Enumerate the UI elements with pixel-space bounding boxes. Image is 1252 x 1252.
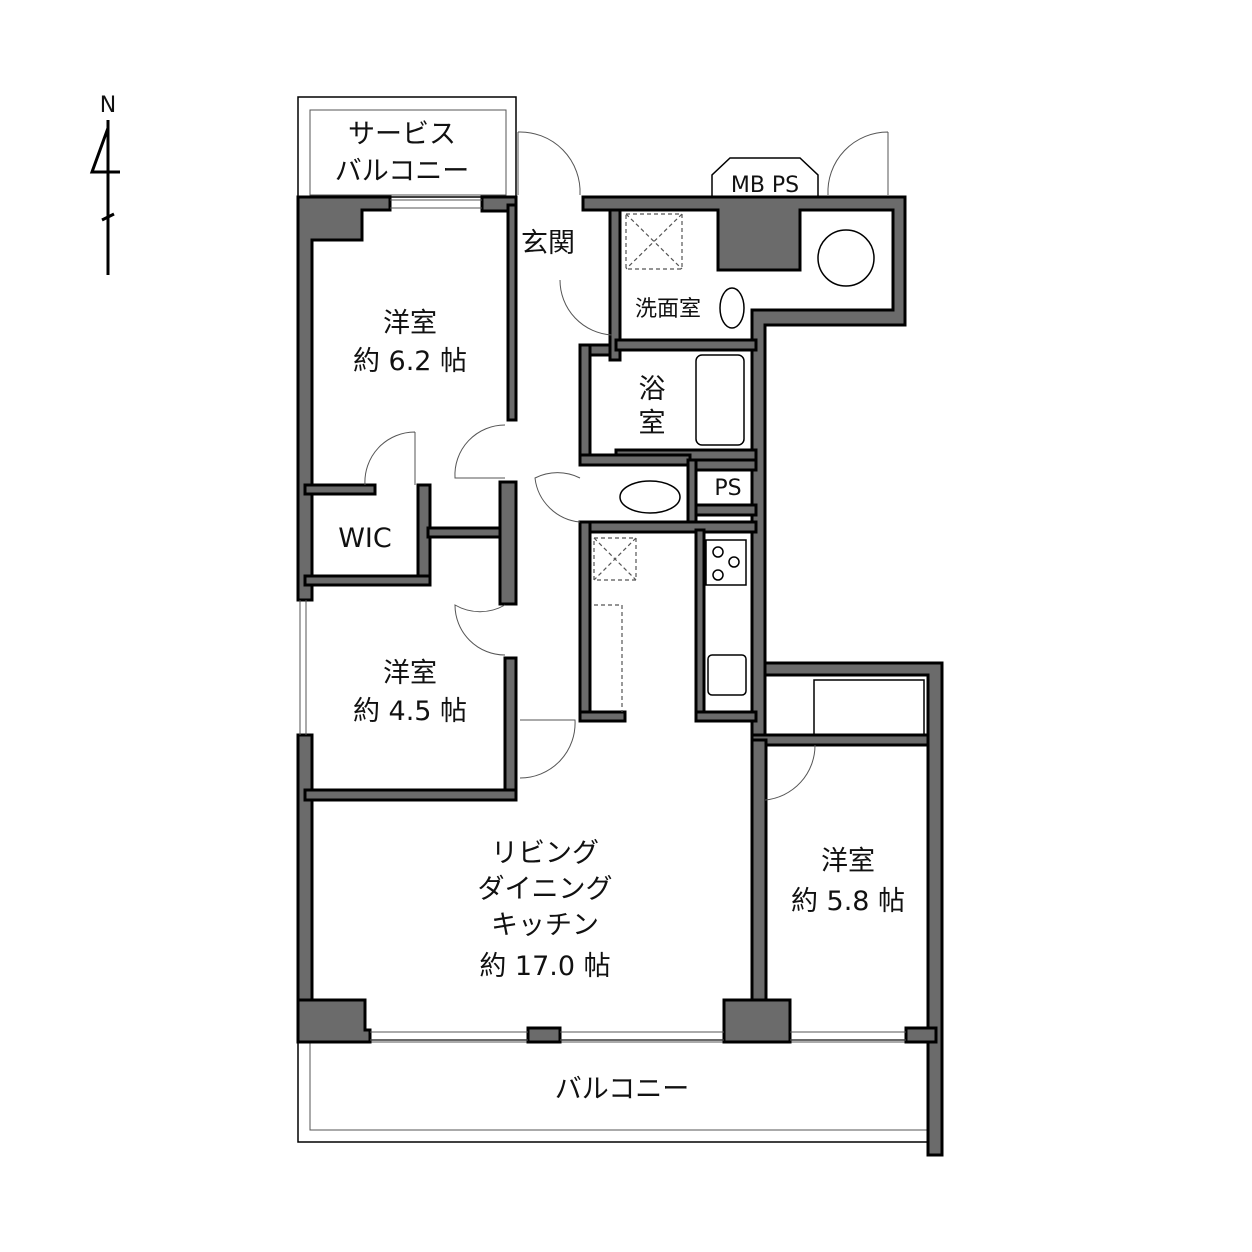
western-room-2-size: 約 4.5 帖: [353, 696, 467, 727]
washroom-label: 洗面室: [635, 297, 701, 322]
ldk-label-2: ダイニング: [478, 874, 613, 905]
service-balcony: サービス バルコニー: [297, 96, 517, 198]
bath-label: 浴: [639, 374, 666, 405]
stove-icon: [705, 539, 747, 586]
balcony-label: バルコニー: [555, 1074, 689, 1105]
toilet-icon: [619, 480, 681, 514]
western-room-1-name: 洋室: [383, 308, 437, 339]
ldk-label-3: キッチン: [491, 910, 599, 941]
western-room-2-name: 洋室: [383, 658, 437, 689]
entrance-label: 玄関: [521, 228, 575, 259]
compass-north-label: N: [100, 93, 116, 118]
service-balcony-label-2: バルコニー: [335, 156, 469, 187]
windows: [299, 199, 906, 1041]
kitchen-sink-icon: [707, 654, 747, 696]
ldk-size: 約 17.0 帖: [479, 951, 610, 982]
sink-icon: [719, 287, 745, 329]
ldk-label-1: リビング: [491, 838, 599, 869]
walls: [296, 195, 944, 1157]
north-arrow-icon: N: [89, 93, 120, 275]
fixtures: [593, 213, 925, 736]
wic-label: WIC: [338, 523, 392, 554]
mbps-box: MB PS: [711, 157, 819, 198]
western-room-1-size: 約 6.2 帖: [353, 346, 467, 377]
western-room-3-size: 約 5.8 帖: [791, 886, 905, 917]
service-balcony-label: サービス: [348, 119, 456, 150]
western-room-3-name: 洋室: [821, 846, 875, 877]
bath-label-2: 室: [639, 408, 666, 439]
bathtub-icon: [695, 354, 745, 446]
washer-icon: [817, 229, 875, 287]
ps-label: PS: [714, 476, 741, 501]
doors: [364, 131, 889, 801]
mbps-label: MB PS: [731, 173, 799, 198]
balcony: バルコニー: [297, 1039, 931, 1143]
